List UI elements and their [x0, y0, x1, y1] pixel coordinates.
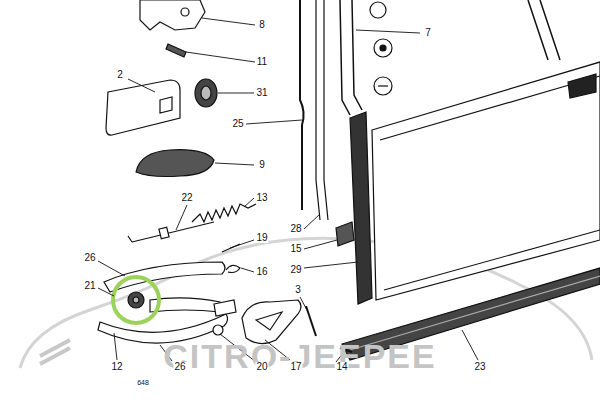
- callout-number: 17: [289, 362, 302, 372]
- callout-number: 12: [110, 362, 123, 372]
- callout-number: 3: [294, 285, 302, 295]
- callout-number: 31: [255, 88, 268, 98]
- callout-number: 16: [255, 267, 268, 277]
- callout-number: 23: [473, 362, 486, 372]
- callout-number: 28: [289, 224, 302, 234]
- callout-number: 8: [258, 20, 266, 30]
- callout-number: 22: [180, 193, 193, 203]
- callout-number: 14: [335, 362, 348, 372]
- callout-number: 25: [231, 119, 244, 129]
- callout-number: 29: [289, 265, 302, 275]
- callout-number: 15: [289, 244, 302, 254]
- callout-number: 26: [173, 362, 186, 372]
- callout-number: 9: [258, 160, 266, 170]
- callout-number: 26: [83, 253, 96, 263]
- leader-lines: [98, 18, 478, 362]
- drawing-number: 648: [136, 379, 150, 386]
- callout-number: 19: [255, 233, 268, 243]
- callout-number: 7: [424, 28, 432, 38]
- callout-number: 20: [255, 362, 268, 372]
- callout-number: 11: [256, 57, 268, 67]
- callout-number: 13: [255, 193, 268, 203]
- callout-number: 21: [83, 281, 96, 291]
- callout-number: 2: [116, 70, 124, 80]
